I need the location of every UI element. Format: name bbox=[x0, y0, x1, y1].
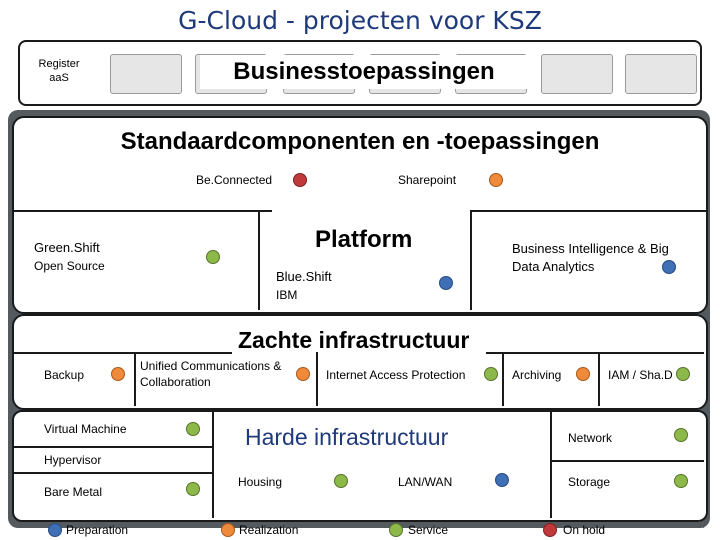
beconnected-status-dot bbox=[293, 173, 307, 187]
page-number: 47 bbox=[696, 520, 708, 531]
legend-onhold-label: On hold bbox=[563, 523, 606, 537]
greenshift-label: Green.Shift bbox=[34, 240, 100, 255]
hard-heading: Harde infrastructuur bbox=[245, 424, 449, 450]
hard-right-line bbox=[550, 460, 704, 462]
baremetal-status-dot bbox=[186, 482, 200, 496]
housing-status-dot bbox=[334, 474, 348, 488]
soft-infra-box bbox=[12, 314, 708, 410]
page-title: G-Cloud - projecten voor KSZ bbox=[178, 6, 542, 35]
legend-service-label: Service bbox=[408, 523, 449, 537]
blueshift-status-dot bbox=[439, 276, 453, 290]
vm-status-dot bbox=[186, 422, 200, 436]
legend-preparation-dot bbox=[48, 523, 62, 537]
storage-label: Storage bbox=[568, 475, 611, 489]
iam-label: IAM / Sha.D bbox=[608, 368, 673, 382]
lanwan-status-dot bbox=[495, 473, 509, 487]
app-slot-6[interactable] bbox=[541, 54, 613, 94]
iap-label: Internet Access Protection bbox=[326, 368, 466, 382]
uc-line1: Unified Communications & bbox=[140, 359, 282, 373]
iam-status-dot bbox=[676, 367, 690, 381]
soft-heading: Zachte infrastructuur bbox=[238, 327, 470, 353]
legend-realization-dot bbox=[221, 523, 235, 537]
register-line1: Register bbox=[38, 58, 80, 70]
vm-label: Virtual Machine bbox=[44, 422, 127, 436]
beconnected-label: Be.Connected bbox=[196, 173, 273, 187]
soft-sep-3 bbox=[502, 352, 504, 406]
bi-label: Business Intelligence & Big Data Analyti… bbox=[512, 240, 669, 276]
standard-heading: Standaardcomponenten en -toepassingen bbox=[120, 128, 600, 155]
hard-left-line-2 bbox=[12, 472, 212, 474]
backup-label: Backup bbox=[44, 368, 85, 382]
network-label: Network bbox=[568, 431, 613, 445]
network-status-dot bbox=[674, 428, 688, 442]
legend-service-dot bbox=[389, 523, 403, 537]
platform-heading: Platform bbox=[315, 226, 413, 253]
hard-sep-left bbox=[212, 410, 214, 518]
housing-label: Housing bbox=[238, 475, 283, 489]
business-heading: Businesstoepassingen bbox=[200, 55, 528, 89]
archiving-status-dot bbox=[576, 367, 590, 381]
storage-status-dot bbox=[674, 474, 688, 488]
backup-status-dot bbox=[111, 367, 125, 381]
register-line2: aaS bbox=[49, 72, 69, 84]
hard-left-line-1 bbox=[12, 446, 212, 448]
bi-line2: Data Analytics bbox=[512, 259, 595, 274]
blueshift-label: Blue.Shift bbox=[276, 269, 332, 284]
standard-platform-box bbox=[12, 116, 708, 314]
sharepoint-label: Sharepoint bbox=[398, 173, 457, 187]
soft-sep-2 bbox=[316, 352, 318, 406]
soft-top-line-right bbox=[486, 352, 704, 354]
sharepoint-status-dot bbox=[489, 173, 503, 187]
hypervisor-label: Hypervisor bbox=[44, 453, 102, 467]
platform-divider bbox=[12, 210, 272, 212]
iap-status-dot bbox=[484, 367, 498, 381]
uc-line2: Collaboration bbox=[140, 375, 211, 389]
greenshift-status-dot bbox=[206, 250, 220, 264]
opensource-label: Open Source bbox=[34, 259, 105, 273]
hard-sep-right bbox=[550, 410, 552, 518]
platform-separator-left bbox=[258, 210, 260, 310]
uc-status-dot bbox=[296, 367, 310, 381]
legend-realization-label: Realization bbox=[239, 523, 299, 537]
baremetal-label: Bare Metal bbox=[44, 485, 103, 499]
uc-label: Unified Communications & Collaboration bbox=[140, 358, 281, 390]
app-slot-1[interactable] bbox=[110, 54, 182, 94]
soft-sep-1 bbox=[134, 352, 136, 406]
register-label: Register aaS bbox=[22, 57, 96, 85]
legend-preparation-label: Preparation bbox=[66, 523, 129, 537]
bi-status-dot bbox=[662, 260, 676, 274]
ibm-label: IBM bbox=[276, 288, 298, 302]
platform-separator-right bbox=[470, 210, 472, 310]
hard-infra-box bbox=[12, 410, 708, 522]
soft-sep-4 bbox=[598, 352, 600, 406]
soft-top-line-left bbox=[12, 352, 232, 354]
lanwan-label: LAN/WAN bbox=[398, 475, 453, 489]
platform-divider-right bbox=[470, 210, 706, 212]
bi-line1: Business Intelligence & Big bbox=[512, 241, 669, 256]
app-slot-7[interactable] bbox=[625, 54, 697, 94]
legend-onhold-dot bbox=[543, 523, 557, 537]
archiving-label: Archiving bbox=[512, 368, 562, 382]
